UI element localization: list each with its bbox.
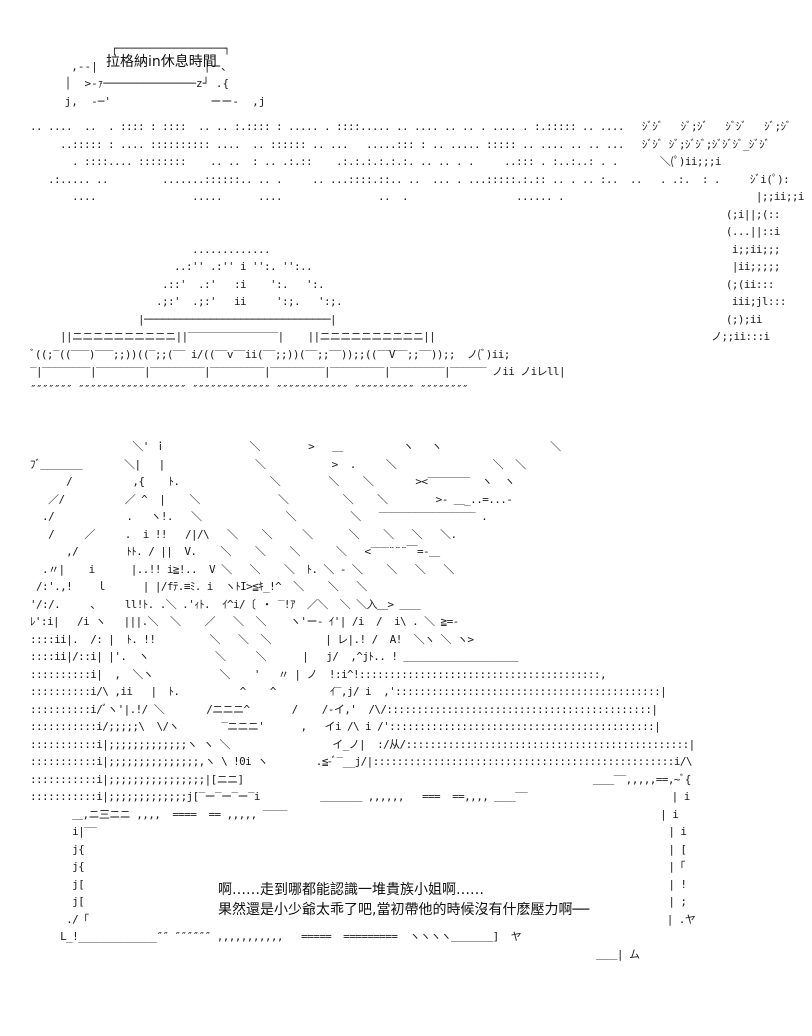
character-scene-art: ＼' ｉ ＼ > ＿ ヽ ヽ ＼ ﾌﾞ＿＿＿＿ ＼| | ＼ > . ＼ ＼ ＼…: [30, 440, 696, 961]
dialogue-line-1: 啊……走到哪都能認識一堆貴族小姐啊……: [218, 882, 484, 898]
title-text: 拉格納in休息時間: [106, 54, 217, 70]
title-frame-art: ┌────────────────┐ ,-‐| │ー､ │ >-ｧ───────…: [64, 42, 266, 108]
title-plaque: ┌────────────────┐ ,-‐| │ー､ │ >-ｧ───────…: [58, 40, 298, 110]
dialogue-line-2: 果然還是小少爺太乖了吧,當初帶他的時候沒有什麽壓力啊──: [218, 902, 590, 918]
dialogue-box: 啊……走到哪都能認識一堆貴族小姐啊…… 果然還是小少爺太乖了吧,當初帶他的時候沒…: [218, 880, 589, 920]
teahouse-scene-art: .. .... .. . :::: : :::: .. .. :.:::: : …: [30, 120, 805, 396]
